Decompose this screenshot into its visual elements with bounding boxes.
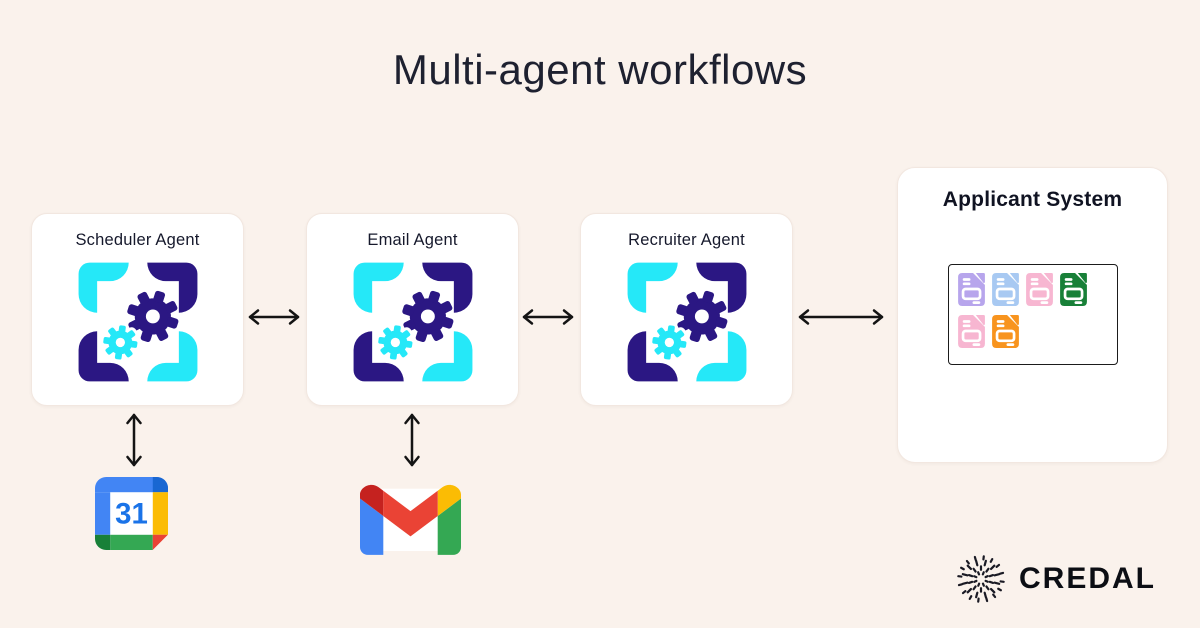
credal-logo: CREDAL <box>957 555 1156 603</box>
doc-green <box>1060 273 1087 306</box>
doc-lavender <box>958 273 985 306</box>
doc-blue <box>992 273 1019 306</box>
agent-label: Scheduler Agent <box>75 231 200 249</box>
double-arrow-scheduler-email <box>248 309 300 325</box>
documents-frame <box>948 264 1118 365</box>
agent-card-email: Email Agent <box>306 213 519 406</box>
agent-card-recruiter: Recruiter Agent <box>580 213 793 406</box>
google-calendar-icon: 31 <box>95 477 168 550</box>
credal-shutter-icon <box>957 555 1005 603</box>
agent-card-scheduler: Scheduler Agent <box>31 213 244 406</box>
agent-gears-icon <box>73 257 203 387</box>
agent-gears-icon <box>348 257 478 387</box>
double-arrow-email-recruiter <box>522 309 574 325</box>
double-arrow-scheduler-calendar <box>126 413 142 467</box>
agent-label: Recruiter Agent <box>628 231 745 249</box>
doc-orange <box>992 315 1019 348</box>
documents-grid <box>958 273 1101 348</box>
credal-wordmark: CREDAL <box>1019 562 1156 595</box>
gmail-icon <box>360 484 461 555</box>
applicant-system-title: Applicant System <box>942 188 1123 211</box>
double-arrow-email-gmail <box>404 413 420 467</box>
agent-label: Email Agent <box>367 231 458 249</box>
double-arrow-recruiter-applicant <box>798 309 884 325</box>
doc-pink <box>1026 273 1053 306</box>
doc-pink-2 <box>958 315 985 348</box>
calendar-day-number: 31 <box>115 498 148 531</box>
agent-gears-icon <box>622 257 752 387</box>
page-title: Multi-agent workflows <box>392 46 808 93</box>
applicant-system-card: Applicant System <box>897 167 1168 463</box>
